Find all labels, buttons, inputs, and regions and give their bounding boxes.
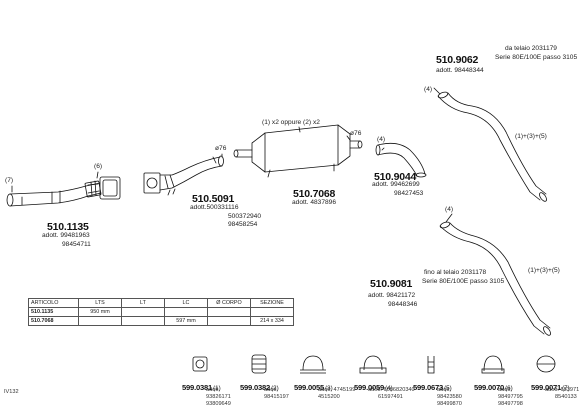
part-code: 510.5091 bbox=[192, 193, 235, 205]
clamp-icon bbox=[300, 355, 326, 374]
muffler-qty-label: (1) x2 oppure (2) x2 bbox=[262, 119, 320, 126]
callout-4: (4) bbox=[445, 206, 454, 213]
part-code: 510.9081 bbox=[370, 278, 413, 290]
part-adott: adott. 99481963 98454711 bbox=[42, 232, 91, 248]
front-pipe-drawing bbox=[6, 176, 121, 207]
part-code: 510.1135 bbox=[47, 221, 89, 233]
bracket-icon bbox=[427, 356, 435, 374]
callout-sum: (1)+(3)+(5) bbox=[528, 267, 560, 274]
table-row: 510.1135 950 mm bbox=[28, 307, 294, 317]
callout-6: (6) bbox=[94, 163, 103, 170]
saddle-clamp-icon bbox=[481, 355, 505, 374]
version-label: IV132 bbox=[4, 389, 19, 395]
spec-table: ARTICOLO LTS LT LC Ø CORPO SEZIONE 510.1… bbox=[28, 298, 294, 326]
part-adott: adott. 98421172 98448346 bbox=[368, 292, 418, 308]
diameter-label: ø76 bbox=[350, 130, 362, 137]
part-note: da telaio 2031179 Serie 80E/100E passo 3… bbox=[495, 45, 578, 61]
accessory-item: 599.0382(2) adott. 98415197 bbox=[240, 383, 289, 400]
elbow-pipe-drawing bbox=[375, 142, 427, 178]
flange-gasket-icon bbox=[192, 356, 208, 372]
ring-gasket-icon bbox=[251, 354, 267, 374]
table-row: 510.7068 597 mm 214 x 334 bbox=[28, 316, 294, 326]
part-adott: adott. 4837896 bbox=[292, 199, 336, 206]
tail-pipe-upper-drawing bbox=[437, 91, 547, 202]
part-adott: adott. 99462699 98427453 bbox=[372, 181, 424, 197]
callout-sum: (1)+(3)+(5) bbox=[515, 133, 547, 140]
part-adott: adott. 98448344 bbox=[436, 67, 484, 74]
part-code: 510.7068 bbox=[293, 188, 336, 200]
strap-clamp-icon bbox=[536, 355, 556, 373]
part-note: fino al telaio 2031178 Serie 80E/100E pa… bbox=[422, 269, 505, 285]
part-adott: adott.500331116 500372940 98458254 bbox=[190, 204, 262, 229]
intermediate-pipe-drawing bbox=[143, 155, 224, 196]
tail-pipe-lower-drawing bbox=[439, 221, 551, 336]
table-header-row: ARTICOLO LTS LT LC Ø CORPO SEZIONE bbox=[28, 298, 294, 308]
callout-4: (4) bbox=[424, 86, 433, 93]
part-code: 510.9062 bbox=[436, 54, 479, 66]
muffler-drawing bbox=[233, 124, 363, 178]
callout-7: (7) bbox=[5, 177, 14, 184]
u-clamp-icon bbox=[359, 355, 387, 374]
diameter-label: ø76 bbox=[215, 145, 227, 152]
part-code: 510.9044 bbox=[374, 171, 417, 183]
callout-4: (4) bbox=[377, 136, 386, 143]
